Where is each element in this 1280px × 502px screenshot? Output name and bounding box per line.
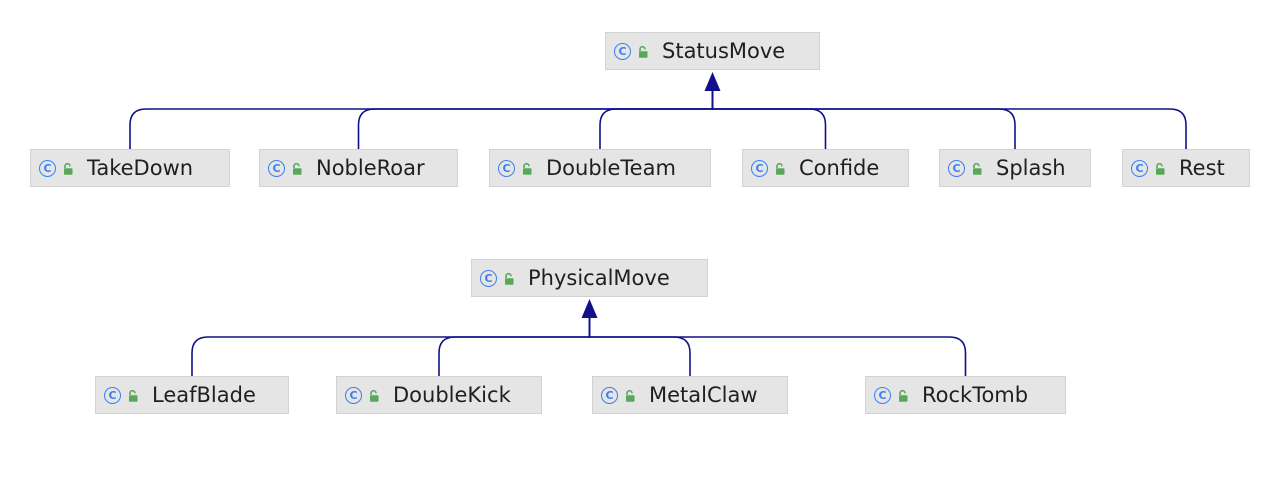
class-c-icon: C	[104, 386, 121, 404]
class-c-icon: C	[601, 386, 618, 404]
class-name-label: TakeDown	[87, 156, 194, 180]
class-c-icon: C	[480, 269, 497, 287]
unlocked-icon	[126, 388, 140, 402]
class-c-icon: C	[39, 159, 56, 177]
class-name-label: RockTomb	[922, 383, 1029, 407]
class-node-doubleteam[interactable]: C DoubleTeam	[489, 149, 711, 187]
inheritance-edge-confide	[711, 90, 827, 149]
inheritance-edge-leafblade	[191, 317, 591, 376]
class-c-icon: C	[874, 386, 891, 404]
unlocked-icon	[290, 161, 304, 175]
inheritance-edge-metalclaw	[588, 317, 691, 376]
class-node-confide[interactable]: C Confide	[742, 149, 909, 187]
inheritance-edge-splash	[711, 90, 1016, 149]
class-node-physicalmove[interactable]: C PhysicalMove	[471, 259, 708, 297]
class-name-label: DoubleKick	[393, 383, 511, 407]
inheritance-edge-rest	[711, 90, 1187, 149]
class-name-label: Splash	[996, 156, 1066, 180]
class-c-icon: C	[1131, 159, 1148, 177]
inheritance-arrowhead-physicalmove	[581, 299, 598, 318]
unlocked-icon	[61, 161, 75, 175]
inheritance-edge-takedown	[129, 90, 714, 149]
class-node-takedown[interactable]: C TakeDown	[30, 149, 230, 187]
class-node-metalclaw[interactable]: C MetalClaw	[592, 376, 788, 414]
unlocked-icon	[970, 161, 984, 175]
class-node-doublekick[interactable]: C DoubleKick	[336, 376, 542, 414]
class-node-statusmove[interactable]: C StatusMove	[605, 32, 820, 70]
inheritance-edge-nobleroar	[357, 90, 714, 149]
class-name-label: Rest	[1179, 156, 1225, 180]
class-c-icon: C	[345, 386, 362, 404]
class-name-label: MetalClaw	[649, 383, 758, 407]
inheritance-edge-doublekick	[438, 317, 591, 376]
class-name-label: NobleRoar	[316, 156, 425, 180]
class-c-icon: C	[614, 42, 631, 60]
class-node-leafblade[interactable]: C LeafBlade	[95, 376, 289, 414]
class-c-icon: C	[751, 159, 768, 177]
unlocked-icon	[636, 44, 650, 58]
class-node-splash[interactable]: C Splash	[939, 149, 1091, 187]
inheritance-edge-doubleteam	[599, 90, 714, 149]
class-name-label: LeafBlade	[152, 383, 256, 407]
unlocked-icon	[502, 271, 516, 285]
class-node-nobleroar[interactable]: C NobleRoar	[259, 149, 458, 187]
class-c-icon: C	[268, 159, 285, 177]
class-name-label: StatusMove	[662, 39, 786, 63]
class-node-rocktomb[interactable]: C RockTomb	[865, 376, 1066, 414]
unlocked-icon	[896, 388, 910, 402]
class-name-label: Confide	[799, 156, 880, 180]
unlocked-icon	[623, 388, 637, 402]
class-node-rest[interactable]: C Rest	[1122, 149, 1250, 187]
unlocked-icon	[367, 388, 381, 402]
class-c-icon: C	[498, 159, 515, 177]
class-name-label: PhysicalMove	[528, 266, 670, 290]
unlocked-icon	[1153, 161, 1167, 175]
unlocked-icon	[773, 161, 787, 175]
class-name-label: DoubleTeam	[546, 156, 676, 180]
unlocked-icon	[520, 161, 534, 175]
inheritance-arrowhead-statusmove	[704, 72, 721, 91]
class-c-icon: C	[948, 159, 965, 177]
inheritance-edge-rocktomb	[588, 317, 967, 376]
